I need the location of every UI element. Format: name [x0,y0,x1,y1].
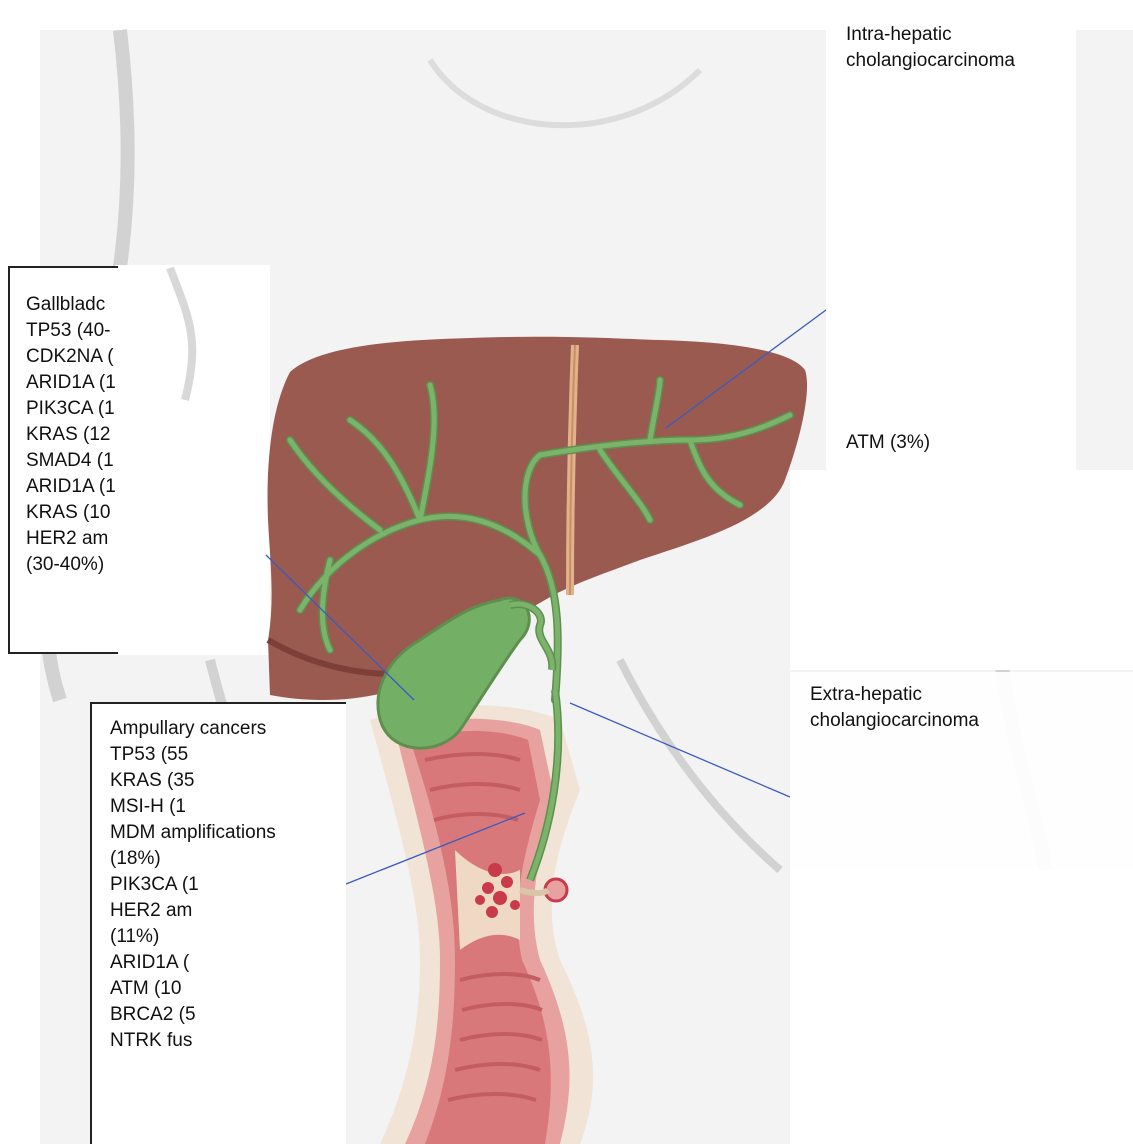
ampullary-line: HER2 am [110,898,346,924]
gallbladder-line: (30-40%) [26,552,118,578]
gallbladder-line: PIK3CA (1 [26,396,118,422]
ampullary-line: MDM amplifications [110,820,346,846]
gallbladder-line: ARID1A (1 [26,370,118,396]
ampullary-mutations-box: Ampullary cancers TP53 (55 KRAS (35 MSI-… [90,702,346,1144]
gallbladder-line: HER2 am [26,526,118,552]
ampullary-line: MSI-H (1 [110,794,346,820]
gallbladder-mutations-box: Gallbladc TP53 (40- CDK2NA ( ARID1A (1 P… [8,266,118,654]
ampullary-line: ATM (10 [110,976,346,1002]
ampullary-line: (18%) [110,846,346,872]
intra-hepatic-box: Intra-hepatic cholangiocarcinoma [826,10,1076,472]
gallbladder-line: Gallbladc [26,292,118,318]
ampullary-line: KRAS (35 [110,768,346,794]
intra-hepatic-title: Intra-hepatic [846,22,1076,48]
ampullary-line: TP53 (55 [110,742,346,768]
ampullary-line: (11%) [110,924,346,950]
gallbladder-line: TP53 (40- [26,318,118,344]
ampullary-line: Ampullary cancers [110,716,346,742]
gallbladder-line: KRAS (12 [26,422,118,448]
extra-hepatic-title: Extra-hepatic [810,682,1133,708]
extra-hepatic-box: Extra-hepatic cholangiocarcinoma [790,672,1133,872]
extra-hepatic-title: cholangiocarcinoma [810,708,1133,734]
gallbladder-line: CDK2NA ( [26,344,118,370]
ampullary-line: NTRK fus [110,1028,346,1054]
ampullary-line: ARID1A ( [110,950,346,976]
ampullary-line: PIK3CA (1 [110,872,346,898]
intra-hepatic-title: cholangiocarcinoma [846,48,1076,74]
gallbladder-line: KRAS (10 [26,500,118,526]
gallbladder-line: ARID1A (1 [26,474,118,500]
ampullary-line: BRCA2 (5 [110,1002,346,1028]
gallbladder-line: SMAD4 (1 [26,448,118,474]
intra-hepatic-item: ATM (3%) [846,430,930,456]
